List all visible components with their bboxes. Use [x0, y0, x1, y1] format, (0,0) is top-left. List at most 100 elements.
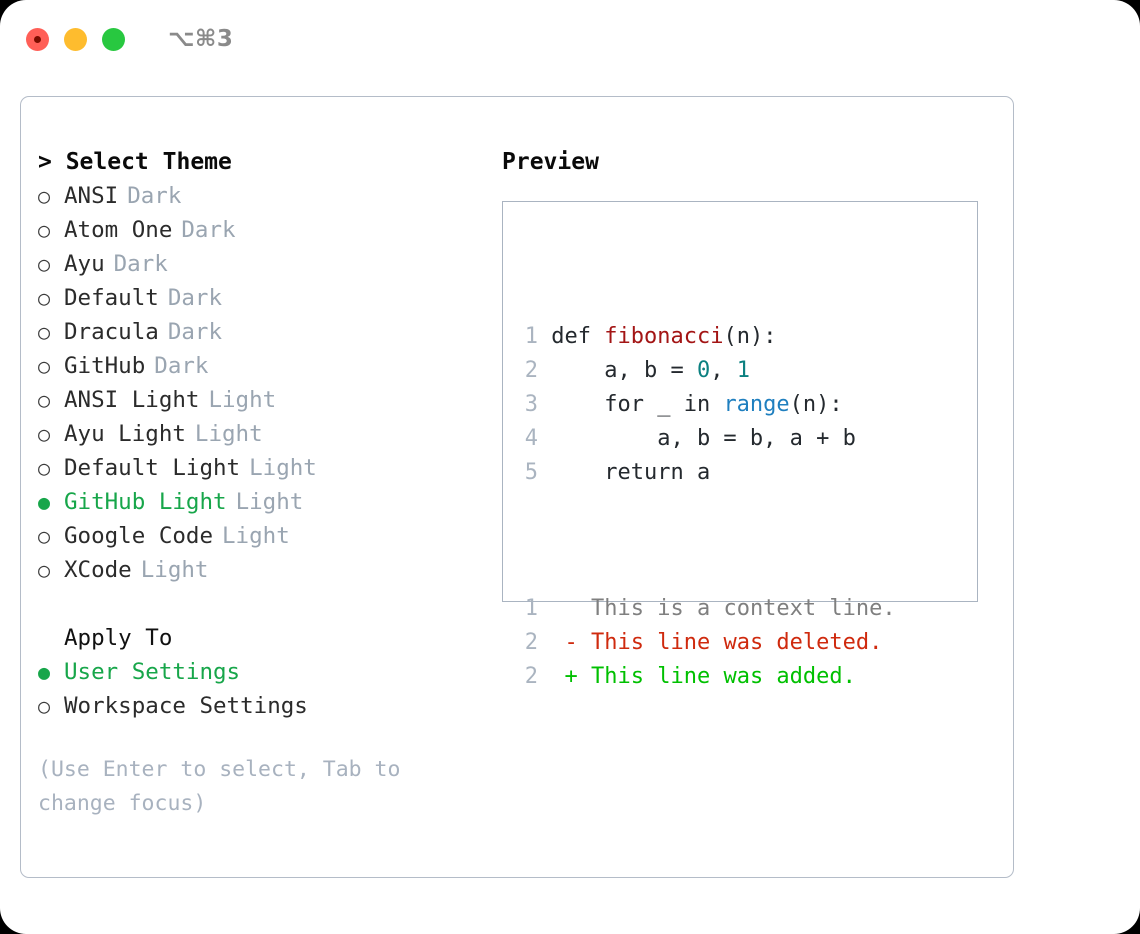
preview-column: Preview 1 def fibonacci(n):2 a, b = 0, 1… [502, 145, 997, 689]
theme-list-item[interactable]: ○ Default Dark [38, 281, 498, 315]
theme-variant-tag: Light [249, 455, 317, 481]
diff-text: This line was added. [591, 664, 856, 689]
code-token-plain: (n): [723, 324, 777, 349]
radio-unselected-icon: ○ [38, 184, 51, 208]
select-theme-heading: > Select Theme [38, 149, 232, 175]
theme-name-label: XCode [64, 557, 132, 583]
code-line: 5 return a [516, 456, 896, 490]
code-token-plain: a, b = [551, 358, 697, 383]
line-number: 5 [524, 460, 538, 485]
window-controls [26, 27, 125, 51]
code-token-num: 1 [736, 358, 750, 383]
code-token-fn: fibonacci [604, 324, 724, 349]
apply-to-list: ●User Settings ○ Workspace Settings [38, 655, 498, 723]
theme-name-label: Google Code [64, 523, 214, 549]
theme-variant-tag: Light [140, 557, 209, 583]
radio-unselected-icon: ○ [38, 558, 51, 582]
diff-marker: - [564, 630, 591, 655]
theme-list-item[interactable]: ○ Ayu Dark [38, 247, 498, 281]
apply-to-label: Workspace Settings [64, 693, 308, 719]
diff-line: 2 + This line was added. [516, 660, 896, 694]
apply-to-item[interactable]: ●User Settings [38, 655, 498, 689]
code-token-plain: a, b = b, a + b [551, 426, 856, 451]
code-token-plain: (n): [789, 392, 843, 417]
theme-name-label: GitHub [64, 353, 146, 379]
code-token-plain: for _ in [551, 392, 724, 417]
theme-name-label: GitHub Light [64, 489, 227, 515]
keyboard-shortcut-label: ⌥⌘3 [168, 26, 234, 52]
theme-list-item[interactable]: ○ Ayu Light Light [38, 417, 498, 451]
apply-to-heading: Apply To [64, 625, 173, 651]
code-line: 2 a, b = 0, 1 [516, 354, 896, 388]
radio-unselected-icon: ○ [38, 320, 51, 344]
code-line: 1 def fibonacci(n): [516, 320, 896, 354]
keyboard-hint-text: (Use Enter to select, Tab to change focu… [38, 757, 414, 816]
theme-variant-tag: Light [235, 489, 304, 515]
diff-marker: + [564, 664, 591, 689]
theme-name-label: Ayu [64, 251, 105, 277]
theme-name-label: Default [64, 285, 159, 311]
code-token-plain: def [551, 324, 605, 349]
line-number: 1 [524, 324, 538, 349]
title-bar: ⌥⌘3 [0, 0, 1140, 78]
radio-unselected-icon: ○ [38, 286, 51, 310]
diff-block: 1 This is a context line.2 - This line w… [516, 592, 896, 694]
theme-list-item[interactable]: ● GitHub Light Light [38, 485, 498, 519]
theme-list-item[interactable]: ○ ANSI Light Light [38, 383, 498, 417]
theme-list-item[interactable]: ○ Dracula Dark [38, 315, 498, 349]
theme-variant-tag: Dark [167, 319, 223, 345]
diff-marker [565, 596, 592, 621]
theme-variant-tag: Dark [113, 251, 168, 277]
apply-to-label: User Settings [64, 659, 241, 685]
theme-name-label: Atom One [64, 217, 173, 243]
code-token-plain: , [710, 358, 737, 383]
theme-list-item[interactable]: ○ Default Light Light [38, 451, 498, 485]
diff-line: 1 This is a context line. [516, 592, 896, 626]
radio-unselected-icon: ○ [38, 694, 51, 718]
theme-variant-tag: Light [194, 421, 263, 447]
line-number: 1 [524, 596, 538, 621]
theme-variant-tag: Dark [167, 285, 223, 311]
radio-unselected-icon: ○ [38, 524, 51, 548]
radio-unselected-icon: ○ [38, 388, 51, 412]
radio-unselected-icon: ○ [38, 456, 51, 480]
close-button-icon[interactable] [26, 27, 49, 51]
radio-unselected-icon: ○ [38, 422, 51, 446]
line-number: 4 [524, 426, 538, 451]
theme-list-item[interactable]: ○ XCode Light [38, 553, 498, 587]
code-line: 4 a, b = b, a + b [516, 422, 896, 456]
close-dot-icon [34, 35, 41, 43]
theme-variant-tag: Dark [127, 183, 182, 209]
code-token-call: range [723, 392, 790, 417]
theme-variant-tag: Dark [181, 217, 236, 243]
theme-name-label: Dracula [64, 319, 159, 345]
radio-unselected-icon: ○ [38, 218, 51, 242]
theme-name-label: Ayu Light [64, 421, 186, 447]
preview-heading: Preview [502, 149, 599, 175]
theme-variant-tag: Light [208, 387, 277, 413]
diff-line: 2 - This line was deleted. [516, 626, 896, 660]
radio-unselected-icon: ○ [38, 252, 51, 276]
theme-list-item[interactable]: ○ Google Code Light [38, 519, 498, 553]
theme-list-item[interactable]: ○ Atom One Dark [38, 213, 498, 247]
code-token-num: 0 [696, 358, 711, 383]
list-spacer [38, 587, 498, 621]
apply-to-item[interactable]: ○ Workspace Settings [38, 689, 498, 723]
code-line: 3 for _ in range(n): [516, 388, 896, 422]
diff-text: This line was deleted. [591, 630, 883, 655]
zoom-button-icon[interactable] [102, 27, 125, 51]
theme-name-label: Default Light [64, 455, 241, 481]
code-token-plain: return a [551, 460, 711, 485]
radio-selected-icon: ● [38, 490, 51, 514]
line-number: 2 [524, 358, 538, 383]
theme-name-label: ANSI Light [64, 387, 200, 413]
theme-variant-tag: Light [222, 523, 290, 549]
minimize-button-icon[interactable] [64, 27, 87, 51]
